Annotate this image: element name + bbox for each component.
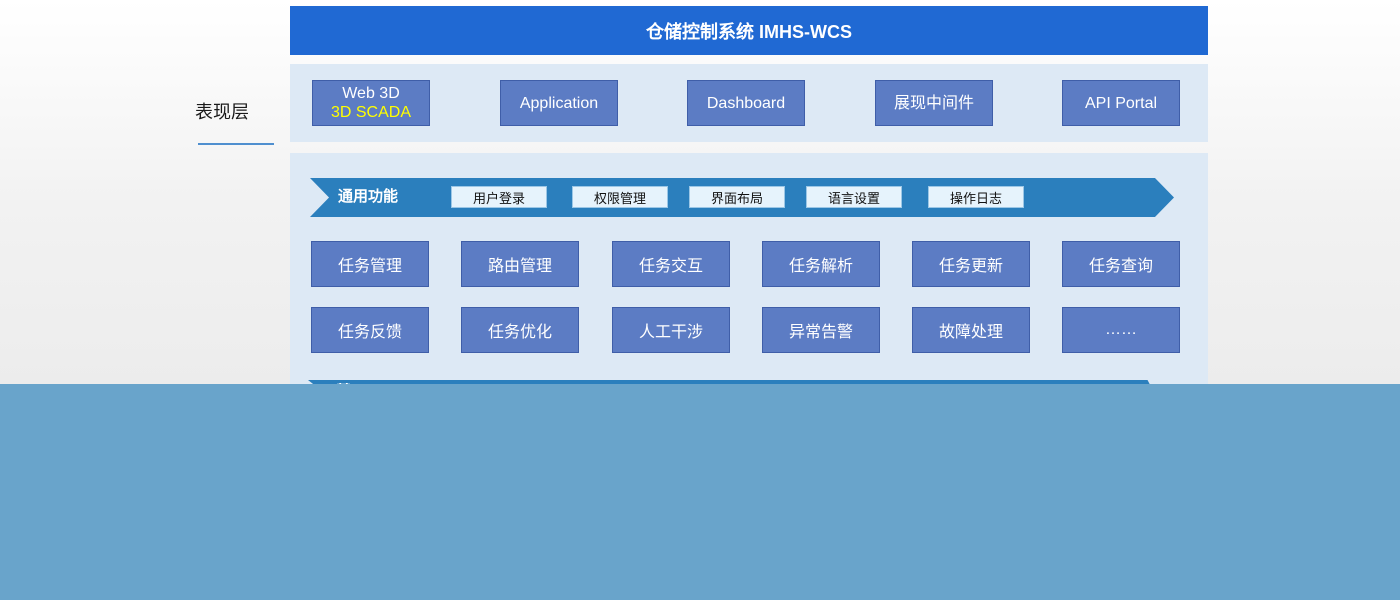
task-interaction-box: 任务交互 [612, 241, 730, 287]
common-functions-title: 通用功能 [338, 188, 399, 205]
dashboard-box: Dashboard [687, 80, 805, 126]
application-label: Application [519, 94, 599, 112]
chip-user-login: 用户登录 [451, 186, 547, 208]
exception-alarm-box: 异常告警 [762, 307, 880, 353]
api-portal-box: API Portal [1062, 80, 1180, 126]
api-portal-label: API Portal [1084, 94, 1158, 112]
system-title: 仓储控制系统 IMHS-WCS [646, 21, 852, 42]
application-box: Application [500, 80, 618, 126]
function-panel: 通用功能 用户登录 权限管理 界面布局 语言设置 操作日志 任务管理 路由管理 … [290, 153, 1208, 396]
more-functions-box: …… [1062, 307, 1180, 353]
dashboard-label: Dashboard [706, 94, 786, 112]
presentation-layer-panel: Web 3D 3D SCADA Application Dashboard 展现… [290, 64, 1208, 142]
presentation-middleware-label: 展现中间件 [893, 94, 974, 112]
task-optimization-box: 任务优化 [461, 307, 579, 353]
chip-ui-layout: 界面布局 [689, 186, 785, 208]
manual-intervention-box: 人工干涉 [612, 307, 730, 353]
layer-label-underline [198, 143, 274, 145]
task-update-box: 任务更新 [912, 241, 1030, 287]
task-feedback-box: 任务反馈 [311, 307, 429, 353]
fault-handling-box: 故障处理 [912, 307, 1030, 353]
web3d-scada-box: Web 3D 3D SCADA [312, 80, 430, 126]
presentation-layer-label: 表现层 [195, 102, 249, 122]
chip-language-settings: 语言设置 [806, 186, 902, 208]
task-management-box: 任务管理 [311, 241, 429, 287]
system-title-bar: 仓储控制系统 IMHS-WCS [290, 6, 1208, 55]
chip-operation-log: 操作日志 [928, 186, 1024, 208]
chip-permission-management: 权限管理 [572, 186, 668, 208]
bottom-overlay-band [0, 384, 1400, 600]
web3d-label: Web 3D [342, 85, 400, 102]
task-parsing-box: 任务解析 [762, 241, 880, 287]
scada-label: 3D SCADA [330, 104, 412, 121]
task-query-box: 任务查询 [1062, 241, 1180, 287]
presentation-middleware-box: 展现中间件 [875, 80, 993, 126]
route-management-box: 路由管理 [461, 241, 579, 287]
